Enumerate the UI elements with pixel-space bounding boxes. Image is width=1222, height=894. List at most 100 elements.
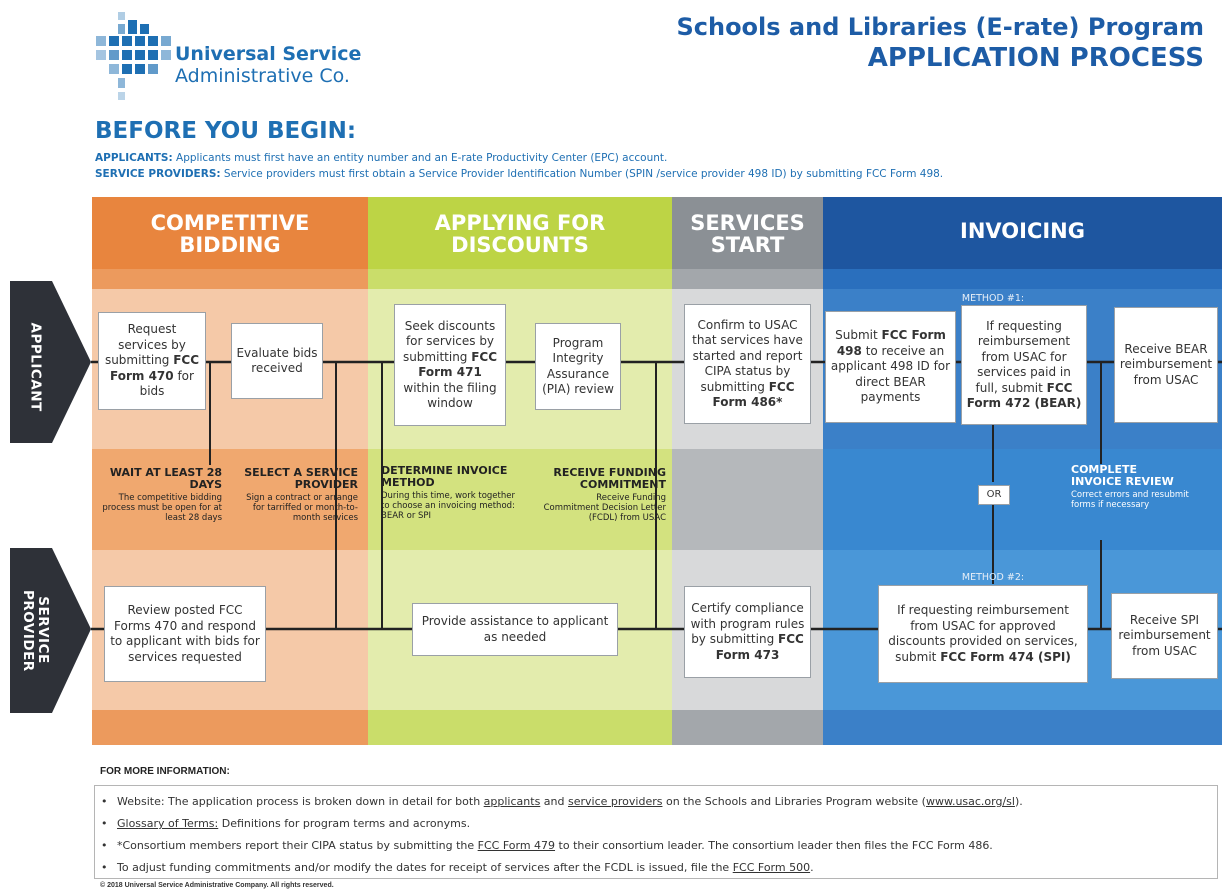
- step-text: If requesting reimbursement from USAC fo…: [888, 603, 1078, 664]
- middle-lane-services: [672, 449, 823, 550]
- info-text: Definitions for program terms and acrony…: [218, 817, 471, 830]
- role-label-service-provider: SERVICE PROVIDER: [20, 590, 51, 672]
- more-info-list: Website: The application process is brok…: [95, 786, 1217, 879]
- note-text: During this time, work together to choos…: [381, 491, 515, 521]
- column-header-line: COMPETITIVE: [150, 211, 310, 235]
- step-certify-compliance: Certify compliance with program rules by…: [684, 586, 811, 678]
- form-500-link[interactable]: FCC Form 500: [732, 861, 811, 874]
- column-header-competitive-bidding: COMPETITIVE BIDDING: [92, 212, 368, 256]
- step-text: Request services by submitting: [104, 322, 186, 368]
- form-name: FCC Form 474 (SPI): [940, 649, 1071, 664]
- org-name: Universal Service Administrative Co.: [175, 43, 361, 87]
- website-link[interactable]: www.usac.org/sl: [925, 795, 1015, 808]
- header-band-bidding: [92, 197, 368, 269]
- step-text: Seek discounts for services by submittin…: [402, 318, 496, 364]
- column-header-line: BIDDING: [179, 233, 281, 257]
- list-item: *Consortium members report their CIPA st…: [101, 835, 1217, 857]
- step-text: If requesting reimbursement from USAC fo…: [975, 318, 1071, 395]
- page-title: Schools and Libraries (E-rate) Program A…: [676, 12, 1204, 74]
- applicant-arrow: [10, 281, 91, 443]
- header-band-invoicing: [823, 197, 1222, 269]
- step-provide-assistance: Provide assistance to applicant as neede…: [412, 603, 618, 656]
- or-connector: OR: [978, 485, 1010, 505]
- header-band-services: [672, 197, 823, 269]
- service-providers-link[interactable]: service providers: [568, 795, 663, 808]
- step-text: Submit: [835, 328, 882, 343]
- step-review-forms-470: Review posted FCC Forms 470 and respond …: [104, 586, 266, 682]
- list-item: Glossary of Terms: Definitions for progr…: [101, 813, 1217, 835]
- more-info-heading: FOR MORE INFORMATION:: [100, 766, 230, 777]
- step-receive-bear: Receive BEAR reimbursement from USAC: [1114, 307, 1218, 423]
- column-header-applying-for-discounts: APPLYING FOR DISCOUNTS: [368, 212, 672, 256]
- form-name: FCC Form 486*: [712, 379, 795, 410]
- note-text: The competitive bidding process must be …: [102, 493, 222, 523]
- info-text: To adjust funding commitments and/or mod…: [117, 861, 733, 874]
- org-name-line2: Administrative Co.: [175, 65, 350, 87]
- step-confirm-services: Confirm to USAC that services have start…: [684, 304, 811, 424]
- info-text: *Consortium members report their CIPA st…: [117, 839, 478, 852]
- step-seek-discounts: Seek discounts for services by submittin…: [394, 304, 506, 426]
- note-complete-invoice-review: COMPLETE INVOICE REVIEW Correct errors a…: [1071, 463, 1191, 511]
- info-text: on the Schools and Libraries Program web…: [662, 795, 926, 808]
- step-submit-form-498: Submit FCC Form 498 to receive an applic…: [825, 311, 956, 423]
- providers-text: Service providers must first obtain a Se…: [220, 168, 944, 180]
- usac-logo-mark: [96, 12, 171, 100]
- role-label-line: SERVICE: [35, 596, 51, 664]
- form-name: FCC Form 471: [418, 349, 498, 380]
- before-applicants-line: APPLICANTS: Applicants must first have a…: [95, 152, 667, 164]
- middle-lane-bidding: [92, 449, 368, 550]
- note-heading: SELECT A SERVICE PROVIDER: [244, 466, 358, 491]
- step-text: for bids: [139, 368, 194, 399]
- form-name: FCC Form 473: [715, 632, 804, 662]
- providers-label: SERVICE PROVIDERS:: [95, 168, 221, 180]
- list-item: To adjust funding commitments and/or mod…: [101, 857, 1217, 879]
- role-label-line: PROVIDER: [20, 590, 36, 672]
- service-provider-arrow: [10, 548, 91, 713]
- note-determine-invoice-method: DETERMINE INVOICE METHOD During this tim…: [381, 465, 519, 522]
- column-header-line: START: [710, 233, 785, 257]
- before-providers-line: SERVICE PROVIDERS: Service providers mus…: [95, 168, 943, 180]
- step-text: Certify compliance with program rules by…: [690, 601, 805, 646]
- form-479-link[interactable]: FCC Form 479: [477, 839, 556, 852]
- step-request-services: Request services by submitting FCC Form …: [98, 312, 206, 410]
- step-spi-request: If requesting reimbursement from USAC fo…: [878, 585, 1088, 683]
- step-text: Confirm to USAC that services have start…: [692, 317, 803, 394]
- page-title-line2: APPLICATION PROCESS: [867, 43, 1204, 73]
- step-evaluate-bids: Evaluate bids received: [231, 323, 323, 399]
- note-heading: RECEIVE FUNDING COMMITMENT: [553, 466, 666, 491]
- applicants-text: Applicants must first have an entity num…: [172, 152, 668, 164]
- middle-lane-discounts: [368, 449, 672, 550]
- form-name: FCC Form 472 (BEAR): [966, 380, 1082, 411]
- more-info-box: Website: The application process is brok…: [94, 785, 1218, 879]
- org-name-line1: Universal Service: [175, 43, 362, 65]
- note-heading: WAIT AT LEAST 28 DAYS: [109, 466, 222, 491]
- step-text: within the filing window: [403, 380, 497, 411]
- step-pia-review: Program Integrity Assurance (PIA) review: [535, 323, 621, 410]
- middle-lane-invoicing: [823, 449, 1222, 550]
- step-receive-spi: Receive SPI reimbursement from USAC: [1111, 593, 1218, 679]
- info-text: .: [810, 861, 814, 874]
- step-bear-request: If requesting reimbursement from USAC fo…: [961, 305, 1087, 425]
- method-2-label: METHOD #2:: [961, 572, 1025, 583]
- form-name: FCC Form 470: [110, 353, 200, 383]
- before-you-begin-title: BEFORE YOU BEGIN:: [95, 118, 357, 144]
- note-wait-28-days: WAIT AT LEAST 28 DAYS The competitive bi…: [100, 466, 222, 524]
- page-title-line1: Schools and Libraries (E-rate) Program: [676, 13, 1204, 41]
- info-text: to their consortium leader. The consorti…: [555, 839, 993, 852]
- column-header-services-start: SERVICES START: [672, 212, 823, 256]
- applicants-link[interactable]: applicants: [483, 795, 541, 808]
- note-receive-funding-commitment: RECEIVE FUNDING COMMITMENT Receive Fundi…: [540, 466, 666, 524]
- copyright: © 2018 Universal Service Administrative …: [100, 882, 334, 889]
- column-header-invoicing: INVOICING: [823, 220, 1222, 242]
- note-select-provider: SELECT A SERVICE PROVIDER Sign a contrac…: [232, 466, 358, 524]
- role-label-applicant: APPLICANT: [27, 322, 44, 412]
- list-item: Website: The application process is brok…: [101, 791, 1217, 813]
- info-text: and: [540, 795, 568, 808]
- glossary-link[interactable]: Glossary of Terms:: [117, 817, 219, 830]
- note-heading: COMPLETE INVOICE REVIEW: [1071, 463, 1174, 488]
- info-text: Website: The application process is brok…: [117, 795, 484, 808]
- column-header-line: SERVICES: [690, 211, 805, 235]
- column-header-line: INVOICING: [960, 219, 1085, 243]
- note-text: Sign a contract or arrange for tarriffed…: [246, 493, 358, 523]
- form-name: FCC Form 498: [836, 328, 946, 358]
